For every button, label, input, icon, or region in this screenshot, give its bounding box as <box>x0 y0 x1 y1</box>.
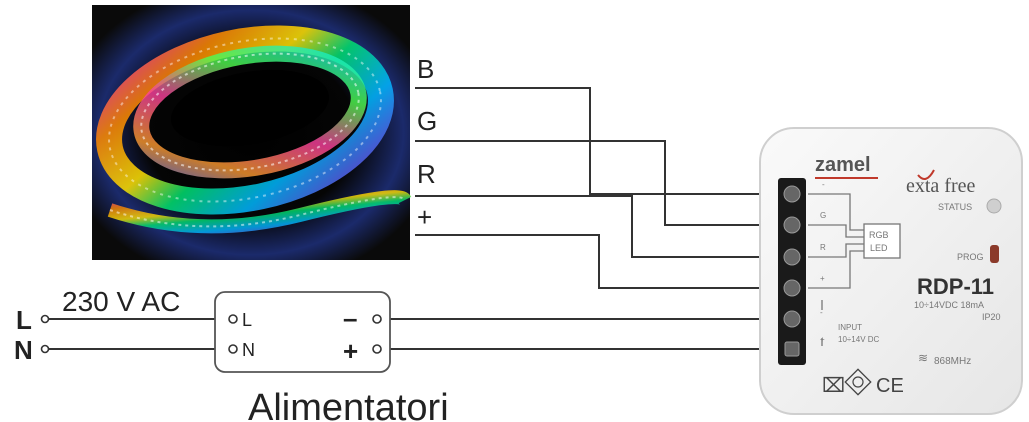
input-range: 10÷14V DC <box>838 335 880 344</box>
prog-label: PROG <box>957 252 984 262</box>
ce-mark-icon: CE <box>876 375 904 397</box>
zamel-logo: zamel <box>815 154 871 176</box>
terminal-mark-1: - <box>822 180 825 189</box>
terminal-mark-2: G <box>820 211 826 220</box>
status-label: STATUS <box>938 202 972 212</box>
terminal-block <box>778 178 806 365</box>
wire-label-plus: + <box>417 202 432 232</box>
mains-l-terminal <box>40 314 50 324</box>
terminal-mark-3: R <box>820 243 826 252</box>
mains-voltage-label: 230 V AC <box>62 286 180 317</box>
spec-line-2: IP20 <box>982 312 1001 322</box>
rgb-box-label-2: LED <box>870 243 888 253</box>
psu-input-l-label: L <box>242 310 252 330</box>
radio-wave-icon: ≋ <box>918 351 928 365</box>
psu-input-n-label: N <box>242 340 255 360</box>
mains-l-label: L <box>16 305 32 335</box>
prog-button-icon <box>990 245 999 263</box>
wire-g <box>415 140 778 226</box>
terminal-mark-4: + <box>820 274 825 283</box>
weee-bin-icon: ⌧ <box>822 373 845 397</box>
mains-n-label: N <box>14 335 33 365</box>
psu-caption: Alimentatori <box>248 387 449 422</box>
spec-line-1: 10÷14VDC 18mA <box>914 300 984 310</box>
power-supply: L N – + <box>214 291 391 373</box>
psu-output-plus-label: + <box>343 336 358 366</box>
terminal-mark-5: - <box>820 308 823 317</box>
led-strip-photo <box>92 5 412 260</box>
exta-free-swoosh <box>917 169 935 180</box>
rgb-led-box <box>863 223 901 259</box>
wires <box>45 87 778 350</box>
psu-output-minus-label: – <box>343 303 357 333</box>
rdp-11-module: - G R + - + RGB LED zamel exta free STAT… <box>759 127 1023 415</box>
wire-r <box>415 195 778 258</box>
model-label: RDP-11 <box>917 274 994 299</box>
terminal-screws <box>783 185 801 357</box>
exta-free-logo: exta free <box>906 175 976 197</box>
rgb-box-label-1: RGB <box>869 230 889 240</box>
wire-plus <box>415 234 778 289</box>
status-led-icon <box>986 198 1002 214</box>
double-insulation-icon <box>844 368 872 396</box>
wire-label-r: R <box>417 159 436 189</box>
mains-n-terminal <box>40 344 50 354</box>
wire-label-g: G <box>417 106 437 136</box>
input-label: INPUT <box>838 323 862 332</box>
wire-label-b: B <box>417 54 434 84</box>
frequency-label: 868MHz <box>934 356 971 367</box>
